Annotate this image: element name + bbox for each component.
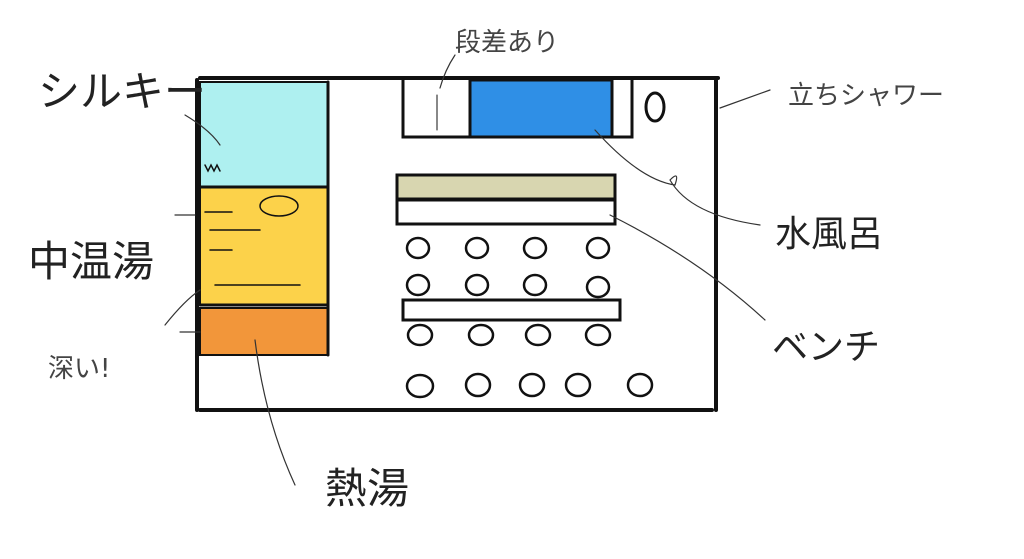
label-cold-bath: 水風呂	[775, 214, 884, 255]
label-hot-bath: 熱湯	[325, 464, 410, 513]
leader-lines	[164, 54, 771, 486]
label-bench: ベンチ	[772, 327, 881, 368]
hot-bath	[199, 307, 329, 356]
cold-bath	[468, 78, 614, 139]
medium-bath	[199, 186, 329, 306]
label-step: 段差あり	[455, 28, 560, 58]
bench-1	[395, 173, 617, 201]
bench-3	[401, 298, 622, 322]
label-standing-shower: 立ちシャワー	[788, 81, 945, 111]
label-silky: シルキー	[38, 67, 207, 116]
label-deep: 深い!	[48, 354, 111, 384]
bench-2	[395, 198, 617, 226]
label-medium-bath: 中温湯	[28, 237, 155, 286]
shower-icon	[644, 91, 666, 123]
stools	[405, 236, 654, 399]
silky-bath	[199, 81, 329, 188]
shower-booth	[610, 78, 634, 139]
step-box	[401, 78, 472, 139]
